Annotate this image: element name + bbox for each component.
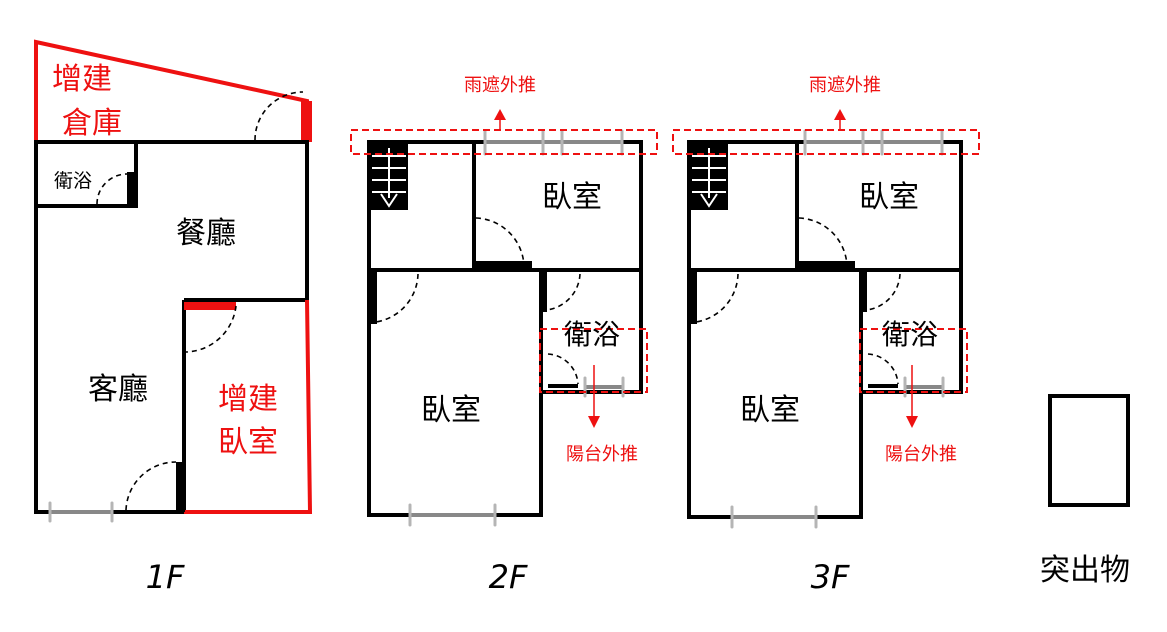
- f3-balcony-label: 陽台外推: [885, 444, 957, 465]
- protrusion: 突出物: [1040, 394, 1130, 588]
- storage-label-line2: 倉庫: [62, 106, 122, 141]
- f3-rain-cover-arrow: [834, 109, 846, 120]
- f3-balcony-box: [859, 328, 968, 393]
- added-bedroom-outline: [184, 299, 313, 514]
- f1-dining-label: 餐廳: [176, 216, 236, 251]
- f3-bedroom-top-door-block: [797, 261, 855, 271]
- f2-rain-cover-arrow: [494, 109, 506, 120]
- floor-3f: 雨遮外推 陽台外推 臥室 衛浴 臥室 3F: [672, 75, 980, 596]
- added-bedroom-door-block: [184, 302, 236, 310]
- f1-entrance-door-block: [176, 462, 185, 512]
- f3-bedroom-main-label: 臥室: [740, 393, 800, 428]
- f3-bedroom-top-door-swing: [798, 217, 848, 267]
- f2-stair-steps: [372, 148, 406, 208]
- f2-bedroom-top-door-swing: [475, 217, 525, 267]
- f3-bedroom-main-door-block: [688, 272, 697, 324]
- f1-entrance-door-swing: [125, 461, 177, 511]
- f2-bath-label: 衛浴: [564, 318, 620, 351]
- floor-label-2f: 2F: [489, 558, 528, 596]
- f2-bedroom-top-label: 臥室: [542, 180, 602, 215]
- f3-upper-wall: [687, 140, 963, 272]
- floor-2f: 雨遮外推 陽台外推 臥室 衛浴 臥室 2F: [350, 75, 658, 596]
- storage-label-line1: 增建: [52, 62, 112, 97]
- f1-bath-door-swing: [96, 173, 128, 205]
- f3-bath-label: 衛浴: [882, 318, 938, 351]
- f3-bedroom-top-label: 臥室: [859, 180, 919, 215]
- floor-label-1f: 1F: [146, 558, 185, 596]
- protrusion-outline: [1048, 394, 1130, 507]
- storage-wall-block: [301, 101, 312, 142]
- floor-1f: 增建 倉庫 增建 臥室 衛浴 餐廳 客廳 1F: [34, 39, 313, 596]
- f1-bath-door-block: [127, 172, 136, 206]
- f2-bath-door-block: [539, 272, 547, 312]
- floor-label-3f: 3F: [811, 558, 850, 596]
- f2-bedroom-top-door-block: [474, 261, 532, 271]
- f2-bedroom-main-door-swing: [375, 273, 419, 323]
- f3-rain-cover-label: 雨遮外推: [809, 75, 881, 96]
- f1-living-label: 客廳: [88, 372, 148, 407]
- f3-bath-lower-door-swing: [867, 353, 899, 385]
- f2-bedroom-main-door-block: [368, 272, 377, 324]
- added-bedroom-label-line1: 增建: [218, 382, 278, 417]
- f3-bath-door-swing: [865, 273, 901, 311]
- f2-bath-lower-door-swing: [547, 353, 579, 385]
- f2-balcony-label: 陽台外推: [566, 444, 638, 465]
- f2-balcony-arrow: [588, 416, 600, 428]
- f3-bath-door-block: [859, 272, 867, 312]
- f2-bath-door-swing: [545, 273, 581, 311]
- f2-rain-cover-label: 雨遮外推: [464, 75, 536, 96]
- f3-stair-steps: [692, 148, 726, 208]
- f2-bedroom-main-label: 臥室: [421, 393, 481, 428]
- protrusion-label: 突出物: [1040, 553, 1130, 588]
- f3-bedroom-main-door-swing: [695, 273, 739, 323]
- added-bedroom-door-swing: [185, 305, 237, 353]
- f1-bath-label: 衛浴: [54, 170, 92, 192]
- f3-balcony-arrow: [906, 416, 918, 428]
- storage-door-swing: [254, 91, 304, 141]
- added-bedroom-label-line2: 臥室: [218, 425, 278, 460]
